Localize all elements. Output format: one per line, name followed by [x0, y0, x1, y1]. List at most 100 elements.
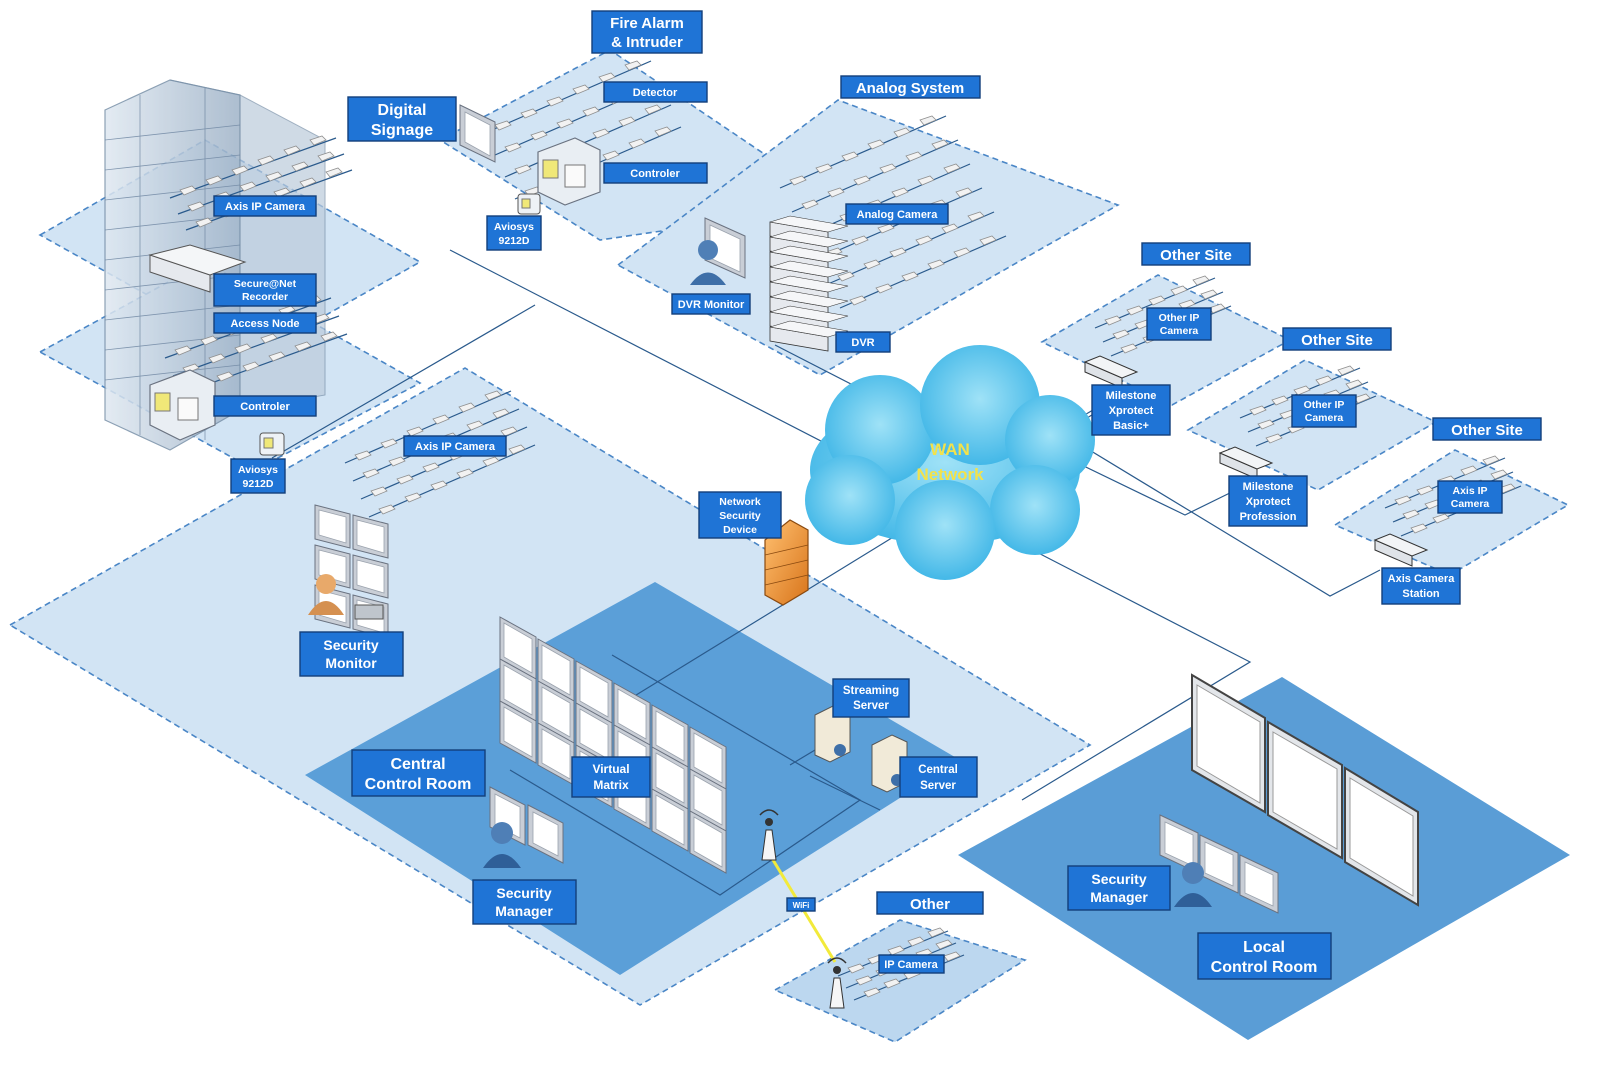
camera-icon	[905, 151, 923, 162]
camera-icon	[1345, 379, 1363, 390]
milestone-basic-label: Milestone Xprotect Basic+	[1091, 384, 1171, 436]
camera-icon	[504, 142, 522, 153]
controler-fire-text: Controler	[630, 168, 680, 180]
camera-icon	[320, 331, 338, 342]
wan-cloud: WAN Network	[805, 345, 1095, 580]
camera-icon	[1410, 523, 1428, 534]
camera-icon	[530, 130, 548, 141]
analog-camera-text: Analog Camera	[857, 209, 939, 221]
wifi-access-point-icon	[759, 809, 779, 861]
security-monitor-operator-icon	[308, 574, 384, 620]
network-security-label: Network Security Device	[698, 491, 782, 539]
security-monitor-line2: Monitor	[325, 655, 377, 671]
camera-icon	[200, 335, 218, 346]
wan-label-line1: WAN	[930, 440, 970, 459]
camera-icon	[917, 175, 935, 186]
camera-icon	[309, 135, 327, 146]
camera-icon	[406, 426, 424, 437]
camera-icon	[370, 486, 388, 497]
camera-icon	[1112, 329, 1130, 340]
camera-icon	[1460, 465, 1478, 476]
secure-net-label: Secure@Net Recorder	[213, 273, 317, 307]
streaming-server-line1: Streaming	[843, 685, 899, 697]
milestone-basic-line2: Xprotect	[1109, 405, 1154, 417]
camera-icon	[592, 128, 610, 139]
camera-icon	[404, 492, 422, 503]
camera-icon	[1192, 275, 1210, 286]
other-site-2-text: Other Site	[1301, 332, 1373, 349]
central-server-line1: Central	[918, 764, 958, 776]
camera-icon	[863, 259, 881, 270]
secure-net-recorder-icon	[148, 244, 247, 293]
camera-icon	[1482, 455, 1500, 466]
camera-icon	[841, 151, 859, 162]
building-controller-icon	[149, 369, 216, 441]
camera-icon	[492, 408, 510, 419]
security-manager-central-line1: Security	[496, 885, 551, 901]
camera-icon	[482, 456, 500, 467]
camera-icon	[863, 987, 881, 998]
camera-icon	[1402, 509, 1420, 520]
central-server-line2: Server	[920, 780, 956, 792]
camera-icon	[618, 116, 636, 127]
network-security-line1: Network	[719, 496, 761, 508]
camera-icon	[582, 106, 600, 117]
streaming-server-line2: Server	[853, 700, 889, 712]
axis-camera-station-label: Axis Camera Station	[1381, 567, 1461, 605]
camera-icon	[317, 151, 335, 162]
camera-icon	[877, 223, 895, 234]
security-manager-central-label: Security Manager	[472, 879, 577, 925]
aviosys-left-line1: Aviosys	[238, 464, 278, 476]
camera-icon	[1315, 375, 1333, 386]
camera-icon	[598, 72, 616, 83]
camera-icon	[1490, 469, 1508, 480]
wifi-label: WiFi	[786, 897, 816, 912]
camera-icon	[941, 223, 959, 234]
camera-icon	[953, 247, 971, 258]
camera-icon	[325, 167, 343, 178]
camera-icon	[500, 426, 518, 437]
camera-icon	[1104, 315, 1122, 326]
analog-camera-label: Analog Camera	[845, 203, 949, 225]
dvr-text: DVR	[851, 337, 874, 349]
camera-icon	[1257, 419, 1275, 430]
camera-icon	[644, 104, 662, 115]
camera-icon	[931, 139, 949, 150]
camera-icon	[955, 187, 973, 198]
camera-icon	[257, 155, 275, 166]
camera-icon	[283, 145, 301, 156]
camera-icon	[1120, 343, 1138, 354]
camera-icon	[815, 163, 833, 174]
milestone-prof-label: Milestone Xprotect Profession	[1228, 475, 1308, 527]
local-control-room-label: Local Control Room	[1197, 932, 1332, 980]
camera-icon	[242, 361, 260, 372]
camera-icon	[827, 187, 845, 198]
camera-icon	[260, 333, 278, 344]
camera-icon	[927, 927, 945, 938]
aviosys-top-icon	[517, 193, 541, 215]
camera-icon	[1249, 405, 1267, 416]
camera-icon	[967, 211, 985, 222]
dvr-label: DVR	[835, 331, 891, 353]
camera-icon	[514, 164, 532, 175]
other-ip-camera-1-line2: Camera	[1160, 325, 1199, 337]
camera-icon	[624, 60, 642, 71]
camera-icon	[654, 126, 672, 137]
camera-icon	[837, 271, 855, 282]
ip-camera-text: IP Camera	[884, 959, 938, 971]
dvr-monitor-text: DVR Monitor	[678, 299, 745, 311]
controler-building-text: Controler	[240, 401, 290, 413]
central-control-line1: Central	[390, 756, 445, 773]
other-label: Other	[876, 891, 984, 915]
fire-alarm-line2: & Intruder	[611, 34, 683, 51]
camera-icon	[893, 127, 911, 138]
central-security-manager-icon	[483, 786, 564, 868]
aviosys-top-label: Aviosys 9212D	[486, 215, 542, 251]
local-large-displays-icon	[1191, 673, 1419, 907]
digital-signage-line2: Signage	[371, 122, 433, 139]
camera-icon	[901, 271, 919, 282]
camera-icon	[239, 181, 257, 192]
dvr-monitor-label: DVR Monitor	[671, 293, 751, 315]
other-ip-camera-2-label: Other IP Camera	[1291, 394, 1357, 428]
security-monitor-line1: Security	[323, 637, 378, 653]
